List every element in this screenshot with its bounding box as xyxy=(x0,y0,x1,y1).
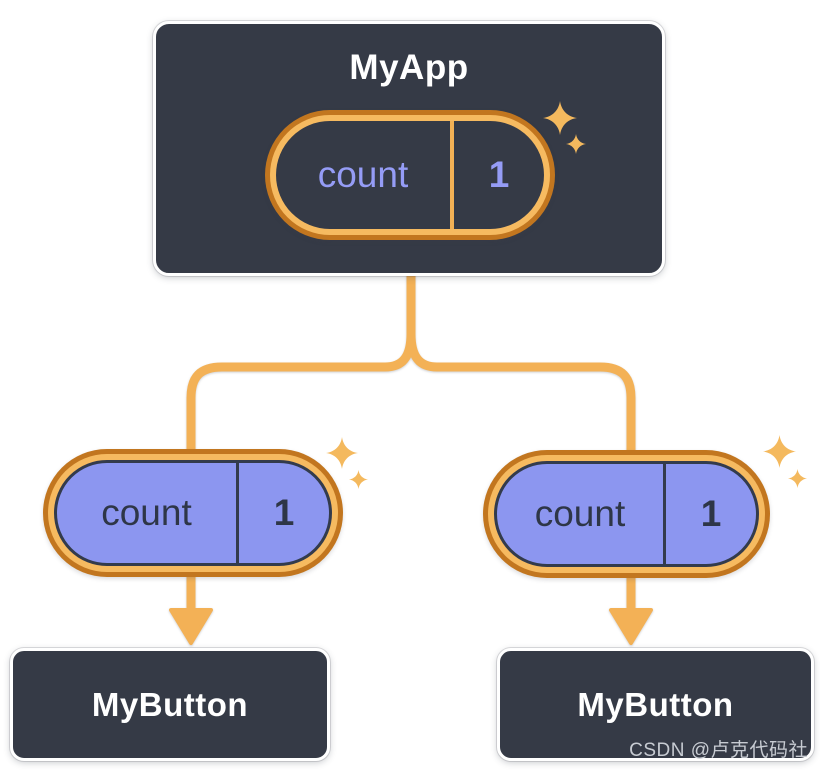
sparkle-small-icon xyxy=(566,134,586,154)
sparkle-large-icon xyxy=(543,101,577,135)
prop-name-label: count xyxy=(317,154,409,195)
connector-branch-right xyxy=(406,329,636,460)
pill-divider xyxy=(663,464,666,564)
prop-pill-right: count 1 xyxy=(483,450,770,578)
node-card-mybutton-right: MyButton xyxy=(497,648,814,761)
state-pill-root: count 1 xyxy=(265,110,555,240)
node-title-mybutton: MyButton xyxy=(91,685,249,723)
prop-name-label: count xyxy=(534,493,626,534)
arrowhead-left-icon xyxy=(169,608,213,645)
pill-ring: count 1 xyxy=(270,115,550,235)
sparkle-large-icon xyxy=(326,437,358,469)
sparkle-large-icon xyxy=(763,435,796,468)
sparkle-small-icon xyxy=(349,470,368,489)
pill-body: count 1 xyxy=(494,461,759,567)
node-title-myapp: MyApp xyxy=(349,48,469,87)
prop-value-label: 1 xyxy=(488,154,510,195)
prop-value-label: 1 xyxy=(700,493,722,534)
pill-divider xyxy=(450,121,454,229)
pill-body: count 1 xyxy=(54,460,332,566)
watermark-text: CSDN @卢克代码社 xyxy=(629,740,808,761)
pill-ring: count 1 xyxy=(48,454,338,572)
node-title-mybutton: MyButton xyxy=(577,685,734,723)
sparkle-small-icon xyxy=(788,469,807,488)
pill-divider xyxy=(236,463,239,563)
arrowhead-right-icon xyxy=(609,608,653,645)
pill-body: count 1 xyxy=(276,121,544,229)
prop-pill-left: count 1 xyxy=(43,449,343,577)
prop-name-label: count xyxy=(101,492,192,533)
pill-ring: count 1 xyxy=(488,455,765,573)
node-card-mybutton-left: MyButton xyxy=(10,648,330,761)
connector-branch-left xyxy=(186,329,416,460)
prop-value-label: 1 xyxy=(273,492,295,533)
